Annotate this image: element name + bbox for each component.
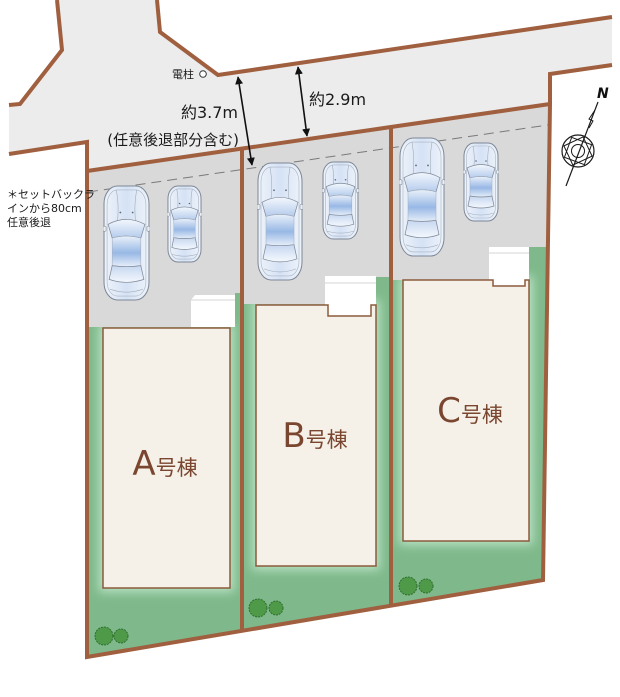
setback-note-line: インから80cm [7,202,82,215]
house-c [402,279,530,542]
house-letter: B [282,416,305,456]
tree-icon [248,598,284,618]
setback-note-line: ＊セットバックラ [7,188,95,201]
porch-lot-b [325,276,376,316]
lot-boundaries [8,63,613,660]
house-a [102,327,231,589]
road-width-west-note: (任意後退部分含む) [107,131,239,149]
tree-icon [94,626,129,646]
porch-lot-a [191,295,235,327]
house-label-a: A号棟 [132,444,197,484]
car-icon [322,161,359,240]
utility-pole-label: 電柱 [172,67,194,81]
house-suffix: 号棟 [306,428,348,452]
compass-icon [561,101,599,187]
porch-lot-c [489,247,529,286]
setback-line [87,124,549,193]
house-letter: A [132,444,155,484]
double-arrow-icon [294,66,311,137]
tree-icon [398,576,434,596]
car-icon [167,185,202,263]
setback-note-line: 任意後退 [7,215,51,229]
house-suffix: 号棟 [156,456,198,480]
car-icon [257,162,303,281]
road-width-east: 約2.9m [309,90,366,109]
car-icon [103,185,150,301]
setback-note: ＊セットバックラ インから80cm 任意後退 [7,188,95,229]
house-letter: C [437,391,461,431]
car-icon [463,142,499,222]
road-width-west: 約3.7m [181,103,238,122]
house-label-b: B号棟 [282,416,347,456]
house-b [255,304,377,567]
car-icon [399,137,445,257]
house-label-c: C号棟 [437,391,503,431]
compass-north-label: N [597,86,609,102]
double-arrow-icon [235,76,255,166]
house-suffix: 号棟 [461,403,503,427]
road-boundaries [8,0,613,107]
road-area [9,0,612,171]
utility-pole-icon [199,70,207,78]
